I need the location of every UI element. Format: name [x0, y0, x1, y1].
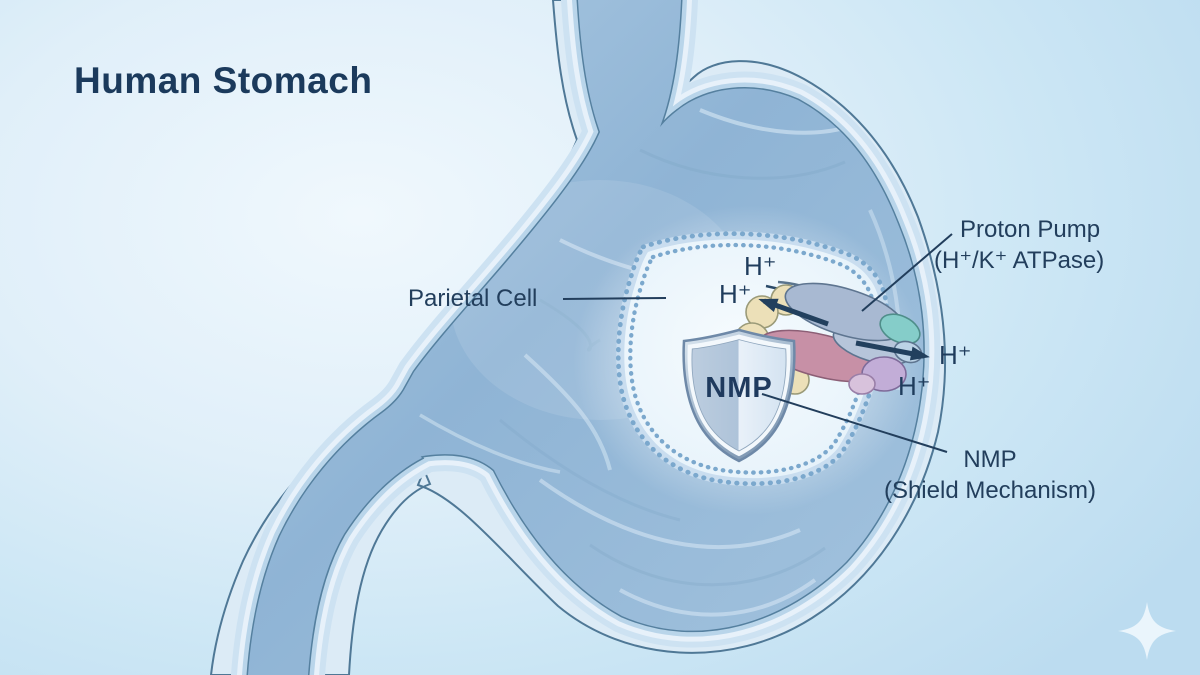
pointer-proton-pump: [861, 233, 953, 312]
pump-subunit-lilac: [848, 373, 876, 395]
sparkle-icon: [1118, 602, 1176, 660]
shield-badge-text: NMP: [705, 372, 773, 404]
arrow-out-right: [855, 340, 930, 361]
label-proton-pump-line2: (H⁺/K⁺ ATPase): [934, 247, 1105, 274]
pointer-lines: [562, 233, 953, 453]
ion-label-h-left-top: H⁺: [744, 251, 777, 281]
label-parietal-cell: Parietal Cell: [408, 285, 538, 312]
arrow-out-left: [758, 298, 829, 327]
proton-flow-arrows: [758, 298, 930, 361]
pump-subunit-teal: [879, 313, 921, 345]
page-title: Human Stomach: [74, 60, 373, 101]
label-proton-pump: Proton Pump (H⁺/K⁺ ATPase): [934, 214, 1104, 276]
label-proton-pump-line1: Proton Pump: [960, 216, 1101, 243]
label-nmp-mechanism: NMP (Shield Mechanism): [870, 444, 1110, 506]
label-nmp-line2: (Shield Mechanism): [883, 477, 1097, 504]
ion-label-h-right-top: H⁺: [939, 340, 972, 370]
pointer-parietal-cell: [562, 297, 667, 300]
pointer-nmp-shield: [761, 393, 948, 453]
ion-label-h-right-bottom: H⁺: [898, 371, 931, 401]
ion-label-h-left-mid: H⁺: [719, 279, 752, 309]
label-nmp-line1: NMP: [963, 446, 1017, 473]
